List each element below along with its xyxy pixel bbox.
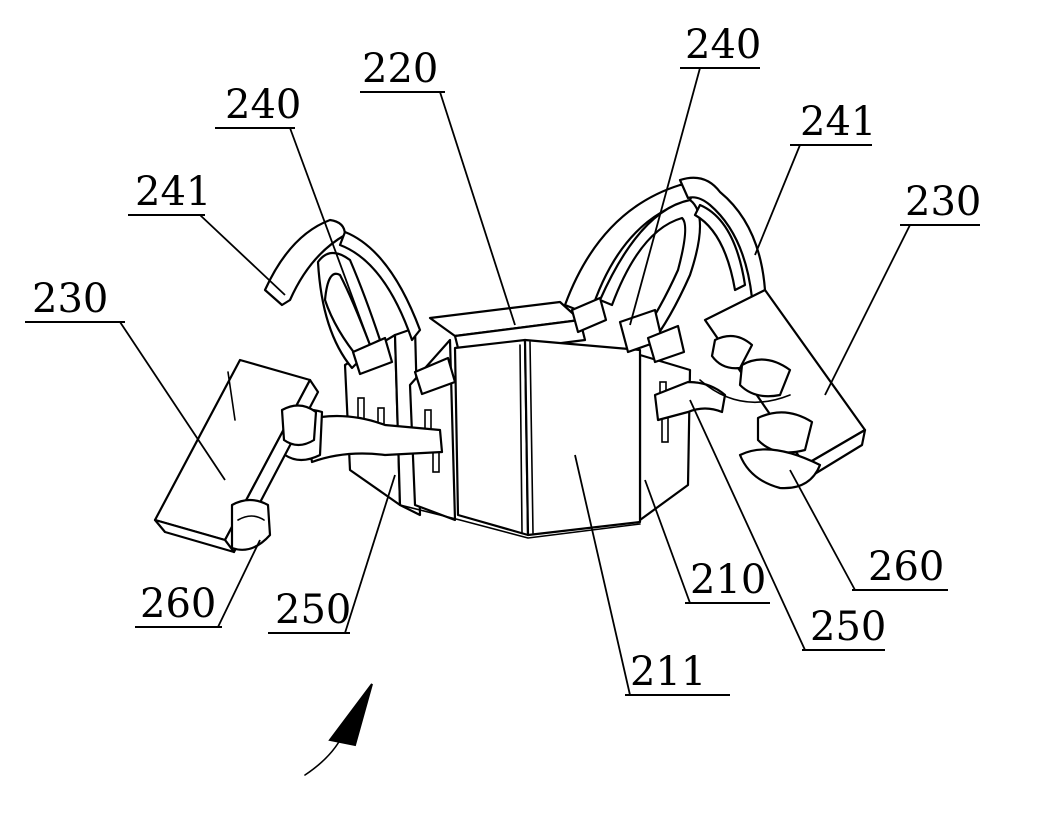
svg-text:240: 240 xyxy=(685,22,761,68)
label-240-right: 240 xyxy=(680,22,761,69)
svg-text:230: 230 xyxy=(905,179,981,225)
label-211: 211 xyxy=(625,649,730,696)
label-240-left: 240 xyxy=(215,82,301,129)
svg-text:250: 250 xyxy=(810,604,886,650)
label-250-left: 250 xyxy=(268,587,351,634)
svg-text:240: 240 xyxy=(225,82,301,128)
svg-text:260: 260 xyxy=(868,544,944,590)
svg-text:220: 220 xyxy=(362,46,438,92)
svg-text:210: 210 xyxy=(690,557,766,603)
svg-text:230: 230 xyxy=(32,276,108,322)
right-arm-cuff xyxy=(699,288,867,490)
label-241-left: 241 xyxy=(128,169,211,216)
label-230-left: 230 xyxy=(25,276,125,323)
label-210: 210 xyxy=(685,557,770,604)
svg-text:241: 241 xyxy=(135,169,211,215)
left-arm-cuff xyxy=(153,358,320,554)
label-250-right: 250 xyxy=(802,604,886,651)
direction-arrow-icon xyxy=(304,683,373,776)
svg-text:211: 211 xyxy=(630,649,706,695)
label-241-right: 241 xyxy=(790,99,876,146)
label-260-left: 260 xyxy=(135,581,222,628)
svg-text:250: 250 xyxy=(275,587,351,633)
leader-lines xyxy=(119,67,911,696)
right-shoulder-straps xyxy=(563,176,767,364)
label-230-right: 230 xyxy=(900,179,981,226)
left-shoulder-straps xyxy=(263,218,457,396)
label-260-right: 260 xyxy=(852,544,948,591)
svg-text:260: 260 xyxy=(140,581,216,627)
label-220: 220 xyxy=(360,46,445,93)
svg-text:241: 241 xyxy=(800,99,876,145)
reference-labels: 220 240 240 241 241 230 230 260 xyxy=(25,22,981,696)
